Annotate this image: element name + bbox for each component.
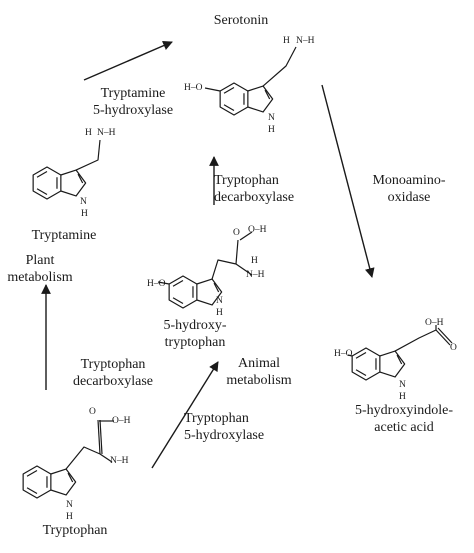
- trp-carboxyl-oh-label: O–H: [112, 416, 131, 426]
- plant-metabolism-line-2: metabolism: [7, 270, 73, 285]
- htp-amine-h-label: H: [251, 256, 258, 266]
- tryptophan-label: Tryptophan: [42, 523, 108, 538]
- hydroxyindole-acetic-acid-line-2: acetic acid: [374, 420, 434, 435]
- trp-amine-label: N–H: [110, 456, 129, 466]
- tryptophan-hydroxylase-line-2: 5-hydroxylase: [184, 428, 265, 443]
- htp-amine-bond: [235, 263, 253, 276]
- plant-metabolism-line-1: Plant: [25, 253, 55, 268]
- hiaa-side-chain: [394, 329, 437, 352]
- hiaa-ring-n-label: N: [399, 380, 406, 390]
- tryptophan-decarboxylase-left-label: Tryptophan decarboxylase: [48, 356, 178, 390]
- tryptophan-decarboxylase-left-line-1: Tryptophan: [80, 357, 146, 372]
- htp-hydroxyl-label: H–O: [147, 279, 166, 289]
- serotonin-benzene-double-bond: [223, 104, 235, 112]
- trp-ring-nh-label: H: [66, 512, 73, 522]
- htp-benzene-double-bond: [172, 297, 184, 305]
- hiaa-carboxyl-o-bond: [435, 329, 451, 346]
- monoamino-oxidase-label: Monoamino- oxidase: [354, 172, 464, 206]
- htp-ring-nh-label: H: [216, 308, 223, 318]
- hydroxy-tryptophan-line-2: tryptophan: [164, 335, 226, 350]
- arrow-tryptamine-to-serotonin: [83, 40, 173, 81]
- hiaa-hydroxyl-label: H–O: [334, 349, 353, 359]
- hydroxy-tryptophan-line-1: 5-hydroxy-: [163, 318, 227, 333]
- hiaa-ring-nh-label: H: [399, 392, 406, 402]
- tryptophan-decarboxylase-left-line-2: decarboxylase: [72, 374, 154, 389]
- trp-carboxyl-double-bond: [99, 419, 103, 455]
- serotonin-pyrrole-ring: [247, 85, 274, 113]
- htp-carboxyl-oh-label: O–H: [248, 225, 267, 235]
- serotonin-hydroxyl-label: H–O: [184, 83, 203, 93]
- serotonin-label: Serotonin: [213, 13, 269, 28]
- serotonin-hydroxyl-bond: [204, 87, 221, 92]
- htp-carboxyl-o-label: O: [233, 228, 240, 238]
- trp-ring-n-label: N: [66, 500, 73, 510]
- hiaa-carboxyl-o-label: O: [450, 343, 457, 353]
- trp-pyrrole-double-bond: [67, 472, 74, 483]
- arrow-serotonin-to-hiaa: [321, 84, 375, 278]
- serotonin-amine-label: N–H: [296, 36, 315, 46]
- tryptamine-side-chain: [75, 139, 101, 171]
- monoamino-oxidase-line-1: Monoamino-: [372, 173, 446, 188]
- tryptophan-hydroxylase-label: Tryptophan 5-hydroxylase: [184, 410, 304, 444]
- trp-benzene-double-bond: [26, 469, 38, 477]
- tryptophan-decarboxylase-top-line-2: decarboxylase: [214, 190, 295, 205]
- serotonin-amine-h-label: H: [283, 36, 290, 46]
- trp-pyrrole-ring: [50, 468, 77, 496]
- animal-metabolism-line-1: Animal: [238, 356, 280, 371]
- tryptophan-hydroxylase-line-1: Tryptophan: [184, 411, 249, 426]
- htp-carboxyl-oh-bond: [239, 231, 253, 241]
- htp-ring-n-label: N: [216, 296, 223, 306]
- tryptamine-pyrrole-ring: [60, 169, 87, 197]
- hydroxy-tryptophan-label: 5-hydroxy- tryptophan: [140, 317, 250, 351]
- hiaa-benzene-double-bond: [355, 351, 367, 359]
- htp-carboxyl-bond: [235, 239, 239, 265]
- tryptamine-pyrrole-double-bond: [77, 173, 84, 184]
- trp-carboxyl-bond: [97, 419, 101, 455]
- trp-side-chain: [65, 446, 101, 470]
- serotonin-benzene-double-bond: [223, 86, 235, 94]
- arrow-tryptophan-to-htp: [151, 361, 219, 469]
- serotonin-ring-nh-label: H: [268, 125, 275, 135]
- hydroxyindole-acetic-acid-label: 5-hydroxyindole- acetic acid: [341, 402, 467, 436]
- tryptamine-label: Tryptamine: [31, 228, 97, 243]
- hiaa-carboxyl-double-bond: [437, 327, 453, 344]
- animal-metabolism-line-2: metabolism: [226, 373, 292, 388]
- hydroxyindole-acetic-acid-line-1: 5-hydroxyindole-: [355, 403, 453, 418]
- serotonin-pyrrole-double-bond: [264, 89, 271, 100]
- htp-hydroxyl-bond: [157, 281, 170, 285]
- tryptamine-hydroxylase-line-2: 5-hydroxylase: [92, 103, 174, 118]
- htp-pyrrole-double-bond: [213, 282, 220, 293]
- hiaa-benzene-double-bond: [355, 369, 367, 377]
- tryptamine-ring-n-label: N: [80, 197, 87, 207]
- tryptamine-hydroxylase-label: Tryptamine 5-hydroxylase: [63, 85, 203, 119]
- htp-benzene-double-bond: [172, 279, 184, 287]
- hiaa-pyrrole-double-bond: [396, 354, 403, 365]
- tryptophan-decarboxylase-top-label: Tryptophan decarboxylase: [214, 172, 334, 206]
- tryptamine-benzene-double-bond: [36, 170, 48, 178]
- htp-pyrrole-ring: [196, 278, 223, 306]
- trp-amine-bond: [99, 453, 113, 463]
- tryptamine-ring-nh-label: H: [81, 209, 88, 219]
- tryptamine-amine-label: N–H: [97, 128, 116, 138]
- trp-carboxyl-o-label: O: [89, 407, 96, 417]
- serotonin-side-chain: [262, 46, 297, 87]
- monoamino-oxidase-line-2: oxidase: [387, 190, 431, 205]
- tryptophan-decarboxylase-top-line-1: Tryptophan: [214, 173, 279, 188]
- serotonin-ring-n-label: N: [268, 113, 275, 123]
- trp-benzene-double-bond: [26, 487, 38, 495]
- tryptamine-benzene-double-bond: [36, 188, 48, 196]
- hiaa-pyrrole-ring: [379, 350, 406, 378]
- tryptamine-amine-h-label: H: [85, 128, 92, 138]
- hiaa-hydroxyl-bond: [347, 354, 353, 357]
- tryptamine-hydroxylase-line-1: Tryptamine: [100, 86, 166, 101]
- plant-metabolism-label: Plant metabolism: [0, 252, 80, 286]
- htp-side-chain: [211, 259, 237, 280]
- animal-metabolism-label: Animal metabolism: [214, 355, 304, 389]
- htp-amine-label: N–H: [246, 270, 265, 280]
- hiaa-carboxyl-oh-label: O–H: [425, 318, 444, 328]
